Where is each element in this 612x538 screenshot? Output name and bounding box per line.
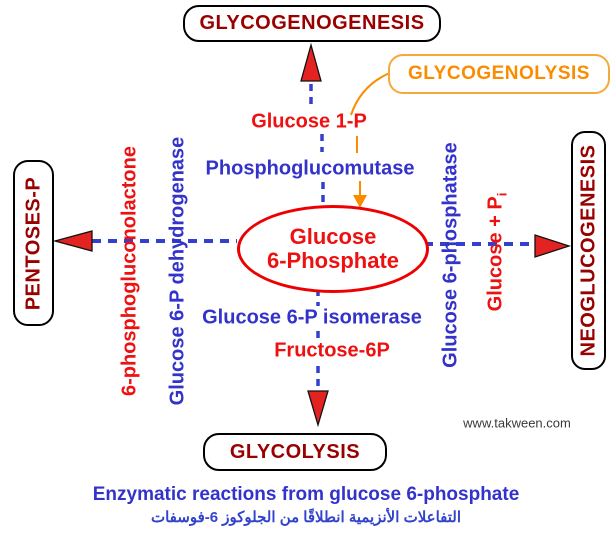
box-glycogenolysis: GLYCOGENOLYSIS	[388, 54, 610, 94]
label-glucose-1p: Glucose 1-P	[251, 110, 367, 133]
label-6-phosphogluconolactone: 6-phosphogluconolactone	[118, 146, 141, 396]
glycogenolysis-label: GLYCOGENOLYSIS	[408, 63, 590, 84]
glucose-plus-p-text: Glucose + P	[484, 196, 507, 312]
box-glycolysis: GLYCOLYSIS	[203, 433, 387, 471]
box-pentoses-p: PENTOSES-P	[13, 160, 54, 326]
glycolysis-label: GLYCOLYSIS	[229, 440, 361, 463]
glycogenogenesis-label: GLYCOGENOGENESIS	[199, 12, 425, 34]
label-glucose-6p-isomerase: Glucose 6-P isomerase	[202, 306, 422, 329]
arrow-right-icon	[534, 234, 572, 258]
label-glucose-plus-pi: Glucose + Pi	[485, 193, 510, 312]
pi-subscript: i	[494, 192, 510, 197]
glucose-6-phosphate-line2: 6-Phosphate	[266, 248, 400, 273]
box-glycogenogenesis: GLYCOGENOGENESIS	[183, 5, 441, 42]
box-neoglucogenesis: NEOGLUCOGENESIS	[571, 131, 606, 370]
caption-english: Enzymatic reactions from glucose 6-phosp…	[92, 484, 520, 505]
label-phosphoglucomutase: Phosphoglucomutase	[205, 157, 415, 180]
neoglucogenesis-label: NEOGLUCOGENESIS	[577, 144, 600, 357]
watermark-url: www.takween.com	[463, 415, 571, 431]
glucose-6-phosphate-line1: Glucose	[289, 224, 377, 250]
arrow-left-icon	[52, 230, 93, 252]
caption-arabic: التفاعلات الأنزيمية انطلاقًا من الجلوكوز…	[150, 509, 462, 526]
label-glucose-6-phosphatase: Glucose 6-phosphatase	[439, 142, 462, 368]
arrow-up-icon	[300, 42, 322, 82]
glucose-6-phosphate-node: Glucose 6-Phosphate	[237, 205, 429, 293]
arrow-down-icon	[307, 390, 329, 428]
label-glucose-6p-dehydrogenase: Glucose 6-P dehydrogenase	[166, 136, 189, 406]
pentoses-p-label: PENTOSES-P	[22, 176, 44, 310]
label-fructose-6p: Fructose-6P	[274, 339, 390, 362]
